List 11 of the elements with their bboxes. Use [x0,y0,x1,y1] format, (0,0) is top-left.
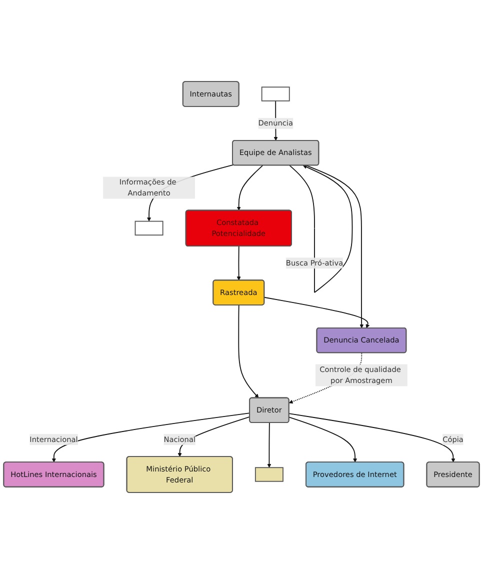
node-box [254,467,284,482]
node-box [134,220,164,236]
arrow [306,165,364,328]
arrow [267,422,272,468]
arrow [288,413,456,462]
arrow [264,296,370,328]
arrow [288,416,358,462]
node-box [261,86,290,102]
arrow [236,246,241,281]
arrow [238,304,259,398]
arrow [236,165,264,211]
